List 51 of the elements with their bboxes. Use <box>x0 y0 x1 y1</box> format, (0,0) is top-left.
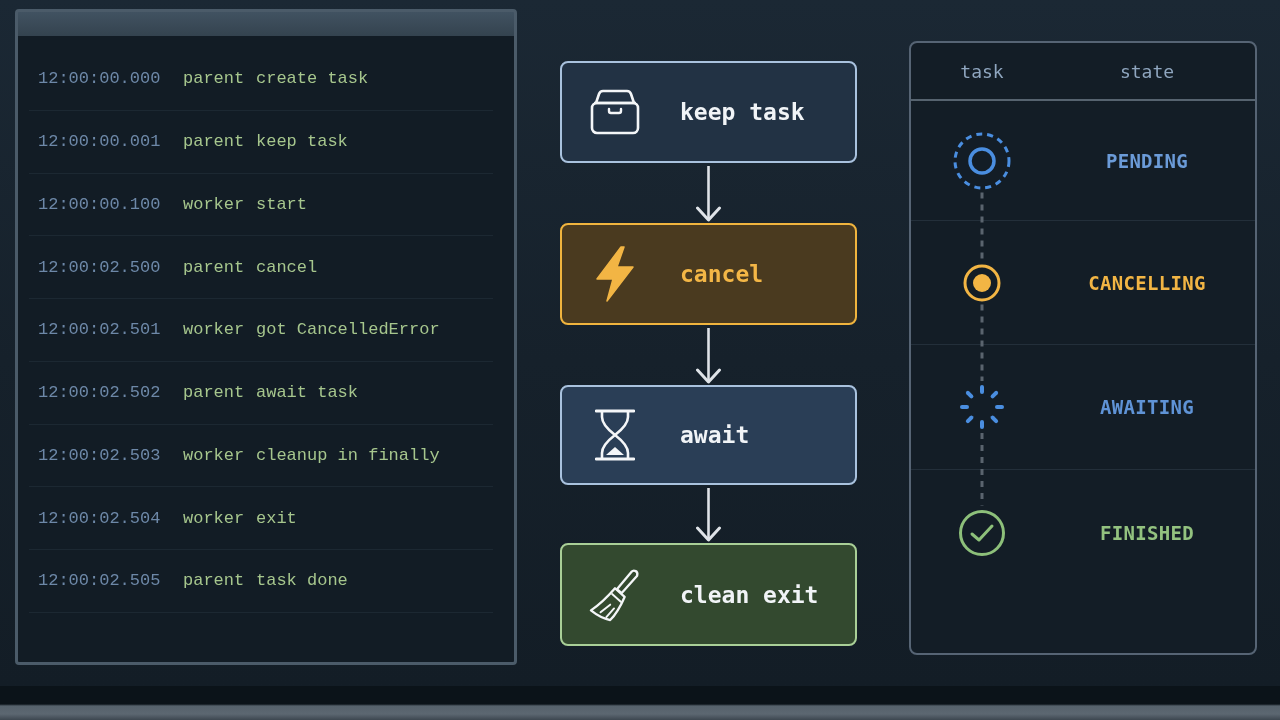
log-source: worker <box>183 194 246 214</box>
log-source: parent <box>183 383 246 403</box>
step-box <box>560 385 857 485</box>
log-source: worker <box>183 445 246 465</box>
check-circle-icon <box>958 508 1006 557</box>
step-box <box>560 61 857 163</box>
log-message: cleanup in finally <box>256 445 441 465</box>
log-source: worker <box>183 508 246 528</box>
spinner-icon <box>959 384 1005 430</box>
log-source: parent <box>183 257 246 277</box>
arrow <box>696 328 721 384</box>
timestamp: 12:00:02.501 <box>38 320 162 340</box>
step-label: await <box>680 422 750 448</box>
dashed-ring-icon <box>953 131 1011 190</box>
log-message: create task <box>256 69 370 89</box>
timestamp: 12:00:02.502 <box>38 383 162 403</box>
log-message: task done <box>256 571 349 591</box>
target-dot-icon <box>963 263 1001 302</box>
timestamp: 12:00:02.503 <box>38 445 162 465</box>
log-source: parent <box>183 132 246 152</box>
column-header: task <box>960 60 1004 82</box>
step-box <box>560 223 857 325</box>
log-source: parent <box>183 571 246 591</box>
dashed-connector <box>980 192 984 261</box>
timestamp: 12:00:02.500 <box>38 257 162 277</box>
dashed-connector <box>980 433 984 506</box>
log-message: got CancelledError <box>256 320 441 340</box>
state-label: CANCELLING <box>1088 271 1207 294</box>
state-label: AWAITING <box>1100 396 1195 418</box>
step-label: cancel <box>680 261 764 287</box>
step-box <box>560 543 857 646</box>
log-message: await task <box>256 383 360 403</box>
log-message: cancel <box>256 257 319 277</box>
dashed-connector <box>980 304 984 381</box>
log-message: start <box>256 194 308 214</box>
state-label: PENDING <box>1105 149 1190 172</box>
timestamp: 12:00:02.504 <box>38 508 162 528</box>
log-source: parent <box>183 69 246 89</box>
timestamp: 12:00:00.100 <box>38 194 162 214</box>
timestamp: 12:00:02.505 <box>38 571 162 591</box>
log-source: worker <box>183 320 246 340</box>
log-message: exit <box>256 508 298 528</box>
step-label: clean exit <box>680 581 819 608</box>
arrow <box>696 166 721 222</box>
step-label: keep task <box>680 99 805 125</box>
arrow <box>696 488 721 542</box>
state-label: FINISHED <box>1100 521 1195 544</box>
log-message: keep task <box>256 132 349 152</box>
column-header: state <box>1119 60 1176 82</box>
timestamp: 12:00:00.001 <box>38 132 162 152</box>
timestamp: 12:00:00.000 <box>38 69 162 89</box>
